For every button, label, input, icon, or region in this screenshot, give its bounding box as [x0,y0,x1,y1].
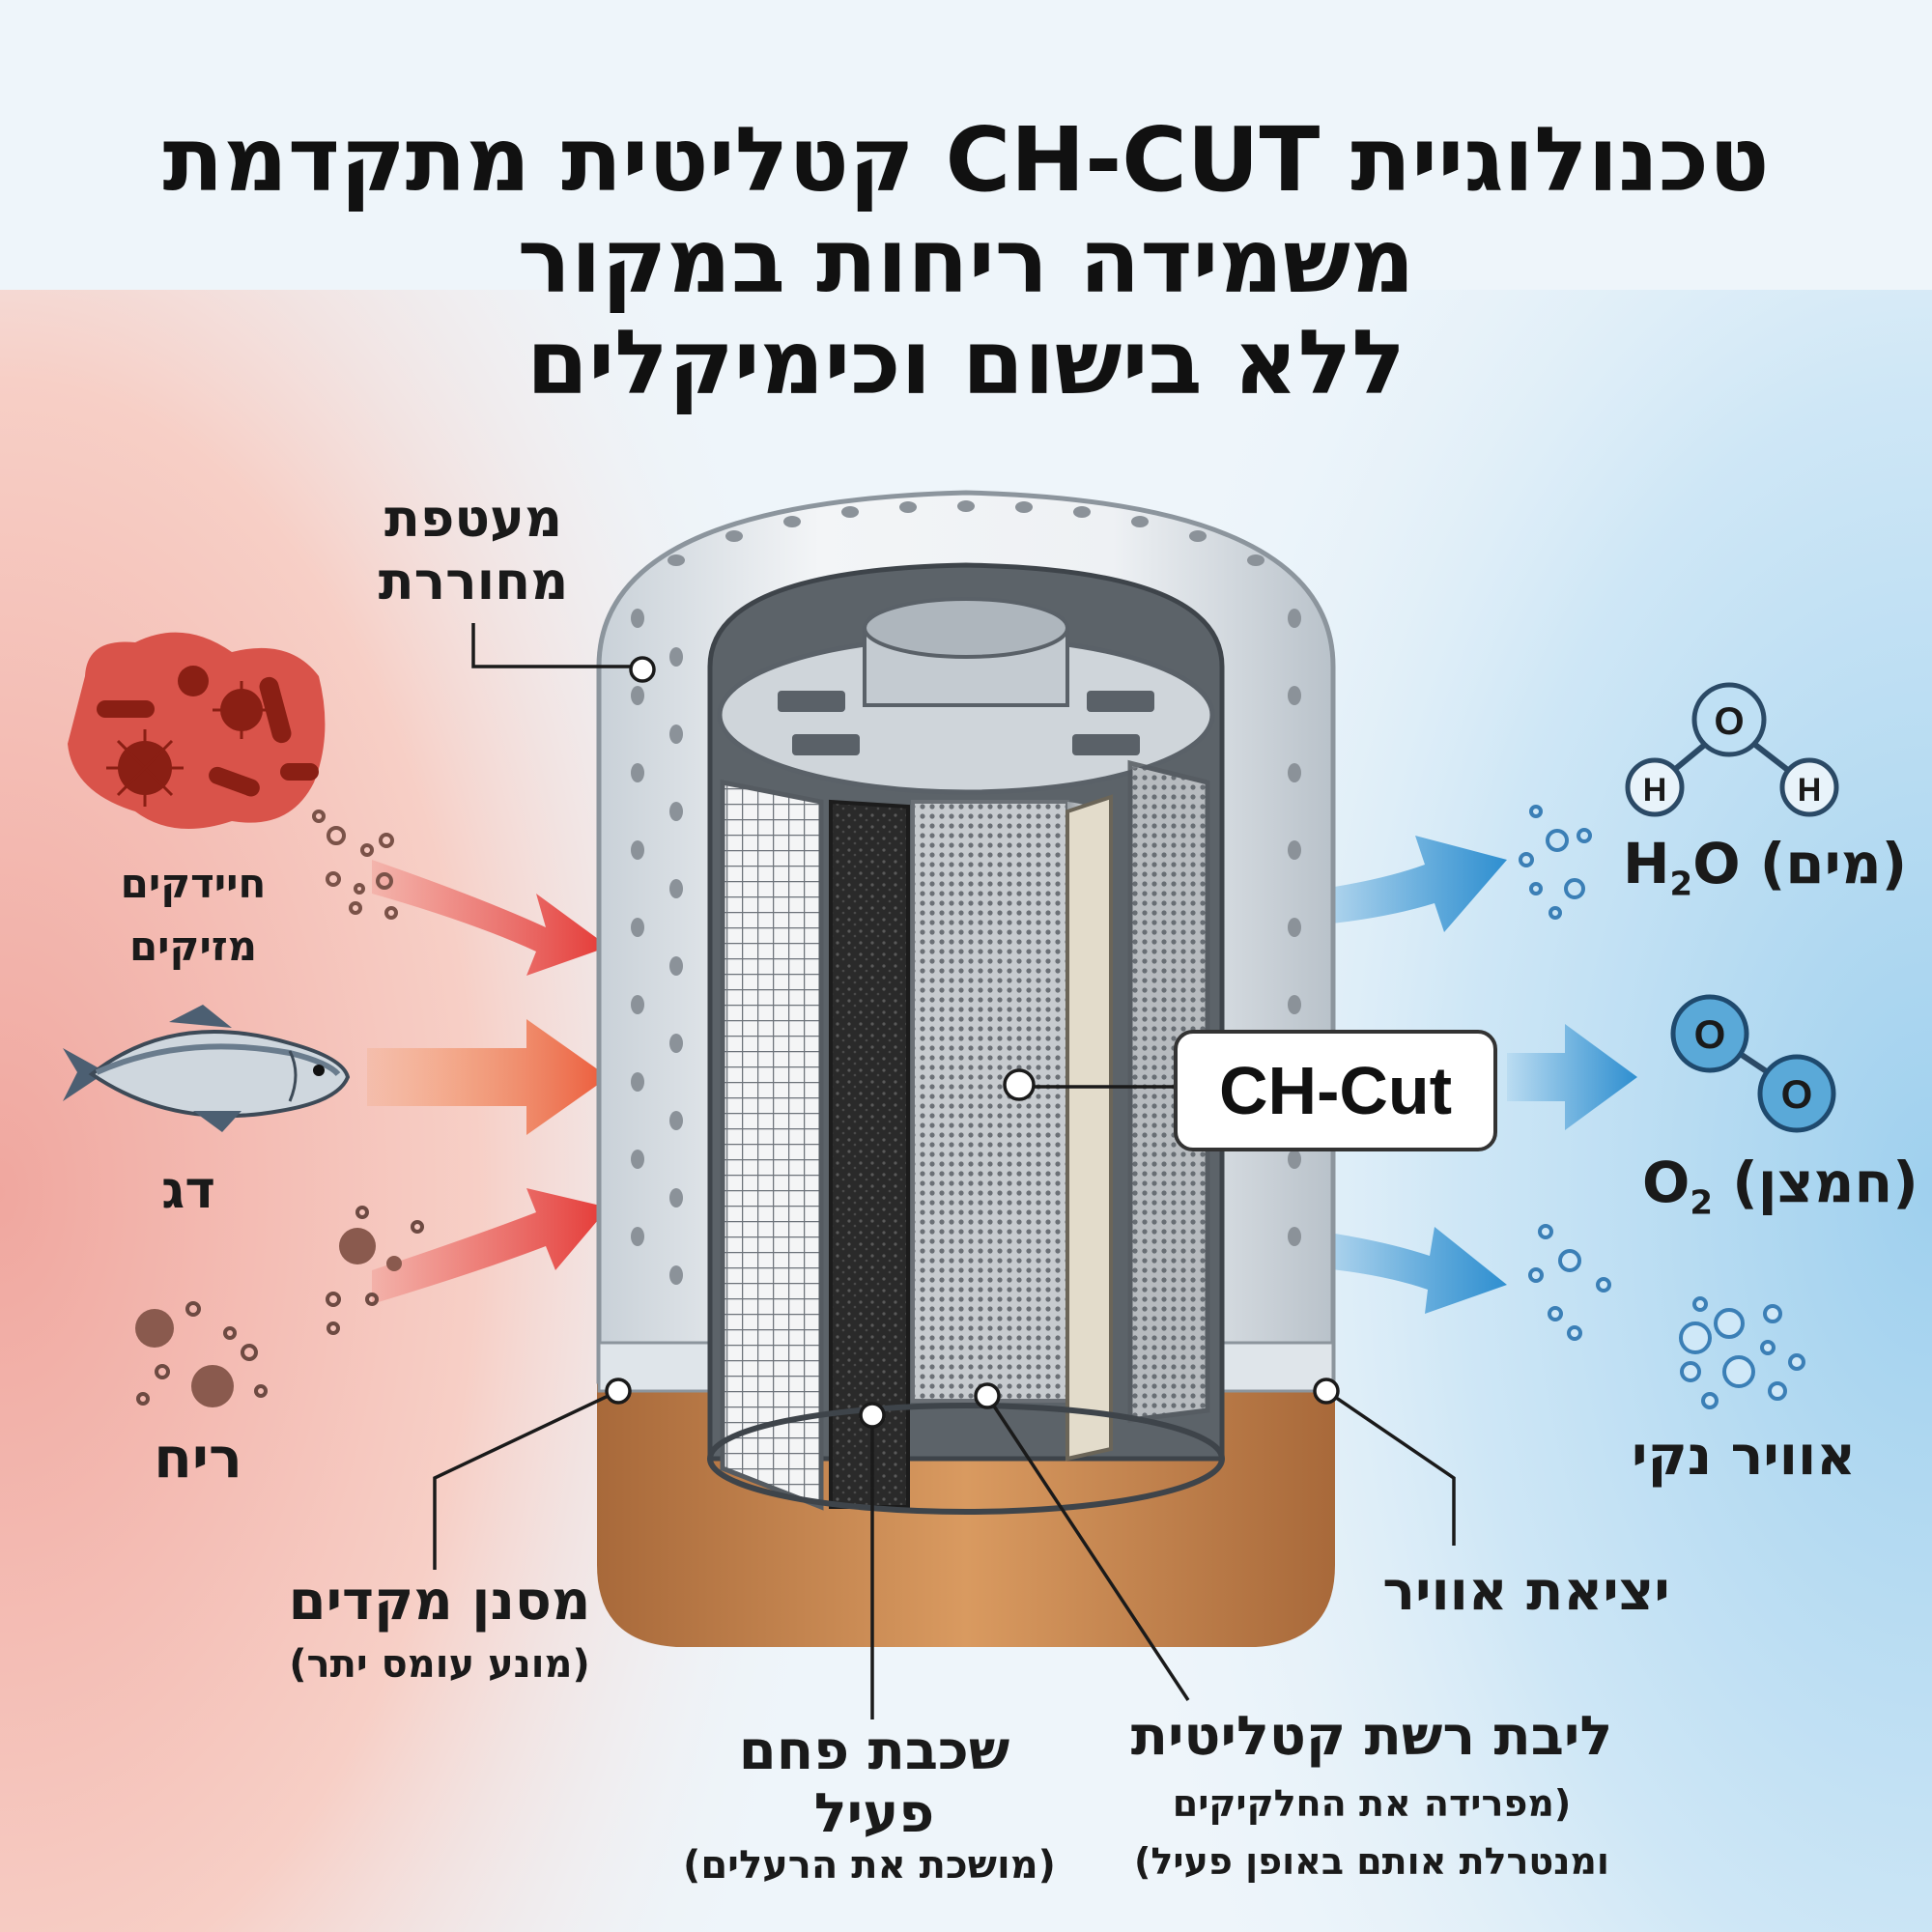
incoming-arrow-top [372,860,609,976]
incoming-particles-top [312,810,398,920]
fish-label: דג [161,1159,215,1220]
housing-label-line-2: מחוררת [378,551,569,611]
outgoing-arrow-top [1285,836,1507,932]
bacteria-label-line-1: חיידקים [120,860,267,907]
catalytic-note-line-2: ומנטרלת אותם באופן פעיל) [1134,1840,1609,1883]
catalytic-label: ליבת רשת קטליטית [1130,1705,1613,1768]
oxygen-formula-o: O [1642,1150,1690,1215]
oxygen-formula-sub: 2 [1690,1183,1713,1223]
catalytic-mesh-core [911,800,1069,1403]
callout-dots [605,656,1340,1429]
oxygen-atom-2: O [1781,1071,1813,1117]
title-line-3: ללא בישום וכימיקלים [526,311,1406,414]
housing-label-line-1: מעטפת [384,488,563,549]
oxygen-formula: O2 (חמצן) [1642,1150,1918,1223]
center-outlet [863,597,1069,659]
droplets-icon [1519,805,1592,920]
leader-lines [433,623,1456,1719]
water-formula-sub: 2 [1669,865,1693,904]
carbon-label-line-2: פעיל [813,1782,935,1845]
fish-icon [63,1005,351,1132]
bacteria-label-line-2: מזיקים [128,923,258,970]
water-formula-h: H [1623,831,1670,896]
title-line-1: טכנולוגיית CH-CUT קטליטית מתקדמת [162,108,1770,212]
filter-device [596,490,1336,1647]
incoming-arrow-middle [367,1019,609,1135]
outgoing-arrow-bottom [1285,1227,1507,1314]
odor-particles-icon [135,1206,424,1407]
oxygen-name: (חמצן) [1732,1150,1918,1215]
water-atom-o: O [1714,700,1744,743]
outgoing-arrow-middle [1507,1024,1637,1130]
clean-air-bubbles-icon [1528,1224,1805,1409]
catalytic-note-line-1: (מפרידה את החלקיקים [1172,1782,1572,1825]
oxygen-atom-1: O [1694,1011,1726,1057]
clean-air-label: אוויר נקי [1631,1425,1856,1488]
prefilter-grid [720,779,824,1511]
housing-perforations [631,500,1301,1285]
incoming-arrow-bottom [372,1188,609,1304]
bacteria-icon [68,632,326,829]
air-outlet-label: יציאת אוויר [1382,1560,1670,1623]
water-atom-h1: H [1643,772,1667,809]
carbon-label-line-1: שכבת פחם [738,1719,1010,1782]
water-formula-o: O [1692,831,1741,896]
outer-mesh-panel [1127,759,1210,1423]
water-name: (מים) [1759,831,1908,896]
title-line-2: משמידה ריחות במקור [517,210,1415,313]
prefilter-label: מסנן מקדים [288,1570,591,1633]
oxygen-molecule-icon [1670,994,1836,1133]
prefilter-note: (מונע עומס יתר) [289,1642,590,1687]
carbon-note: (מושכת את הרעלים) [683,1843,1056,1888]
water-atom-h2: H [1798,772,1822,809]
carbon-layer [829,799,910,1509]
water-formula: H2O (מים) [1623,831,1907,904]
odor-label: ריח [154,1425,242,1491]
water-molecule-icon [1625,682,1839,817]
inner-liner-panel [1065,794,1113,1462]
ch-cut-label: CH-Cut [1174,1030,1497,1151]
